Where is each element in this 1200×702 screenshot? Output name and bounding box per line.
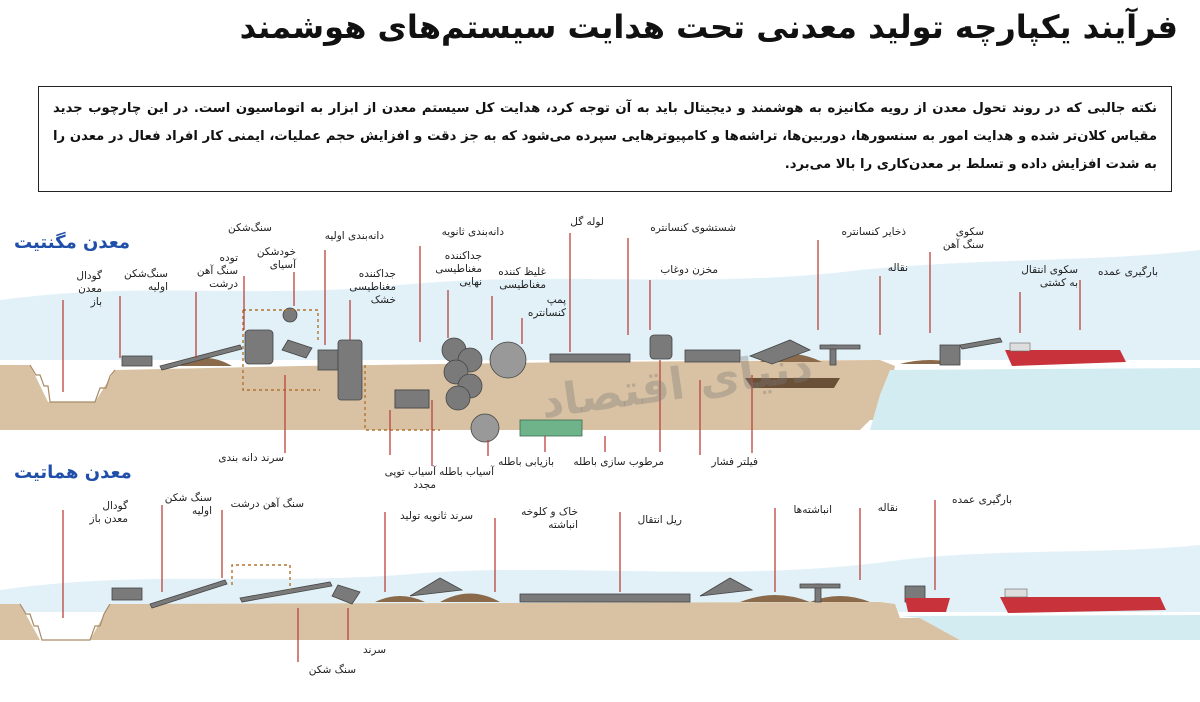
hematite-label-pit: گودال معدن باز	[89, 500, 128, 525]
hematite-label-stockpiles: انباشته‌ها	[793, 504, 832, 516]
magnetite-label-trestle: نقاله	[887, 262, 908, 274]
intro-text: نکته جالبی که در روند تحول معدن از رویه …	[53, 101, 1157, 172]
magnetite-label-dewatering: مرطوب سازی باطله	[573, 456, 664, 468]
hematite-label-rail-transfer: ریل انتقال	[637, 514, 682, 526]
magnetite-label-primary-crusher: سنگ‌شکن اولیه	[124, 268, 168, 293]
magnetite-label-pipeline: لوله گل	[570, 216, 604, 228]
hematite-section-title: معدن هماتیت	[14, 462, 132, 483]
page-title: فرآیند یکپارچه تولید معدنی تحت هدایت سیس…	[239, 8, 1178, 46]
magnetite-label-ship-transfer-platform: سکوی انتقال به کشتی	[1021, 264, 1078, 289]
magnetite-label-autogenous-mill: خودشکن آسیای	[256, 246, 296, 271]
hematite-label-screen: سرند	[362, 644, 386, 656]
magnetite-label-ore-pile: توده سنگ آهن درشت	[196, 252, 238, 290]
magnetite-label-pressure-filter: فیلتر فشار	[711, 456, 758, 468]
hematite-label-crusher: سنگ شکن	[308, 664, 356, 676]
magnetite-label-pit: گودال معدن باز	[76, 270, 102, 308]
magnetite-label-magnetic-thickener: غلیظ کننده مغناطیسی	[498, 266, 546, 291]
magnetite-label-tailings-mill: آسیاب باطله	[439, 466, 494, 478]
magnetite-label-tailings-recovery: بازیابی باطله	[498, 456, 554, 468]
magnetite-label-iron-ore-platform: سکوی سنگ آهن	[942, 226, 984, 251]
magnetite-section-title: معدن مگنتیت	[14, 232, 131, 253]
hematite-label-coarse-ore: سنگ آهن درشت	[230, 498, 304, 510]
hematite-label-primary-crusher: سنگ شکن اولیه	[164, 492, 212, 517]
intro-box: نکته جالبی که در روند تحول معدن از رویه …	[38, 86, 1172, 192]
hematite-label-trestle: نقاله	[877, 502, 898, 514]
hematite-label-production-screen: سرند ثانویه تولید	[400, 510, 473, 522]
magnetite-label-primary-grading: دانه‌بندی اولیه	[324, 230, 384, 242]
magnetite-label-crusher: سنگ‌شکن	[228, 222, 272, 234]
magnetite-label-concentrate-storage: ذخایر کنسانتره	[841, 226, 906, 238]
hematite-label-bulk-loading: بارگیری عمده	[951, 494, 1012, 506]
magnetite-label-final-magnetic-separator: جداکننده مغناطیسی نهایی	[435, 250, 482, 288]
magnetite-label-grading-screen: سرند دانه بندی	[218, 452, 284, 464]
magnetite-label-concentrate-pump: پمپ کنسانتره	[527, 294, 566, 319]
magnetite-label-dry-magnetic-separator: جداکننده مغناطیسی خشک	[349, 268, 396, 306]
magnetite-label-slurry-tank: مخزن دوغاب	[660, 264, 718, 276]
magnetite-label-bulk-loading: بارگیری عمده	[1097, 266, 1158, 278]
magnetite-label-secondary-grading: دانه‌بندی ثانویه	[441, 226, 504, 238]
magnetite-label-regrinding-mill: آسیاب توپی مجدد	[384, 466, 436, 491]
hematite-label-fines-lump: خاک و کلوخه انباشته	[521, 506, 578, 531]
magnetite-label-concentrate-washing: شستشوی کنسانتره	[650, 222, 736, 234]
